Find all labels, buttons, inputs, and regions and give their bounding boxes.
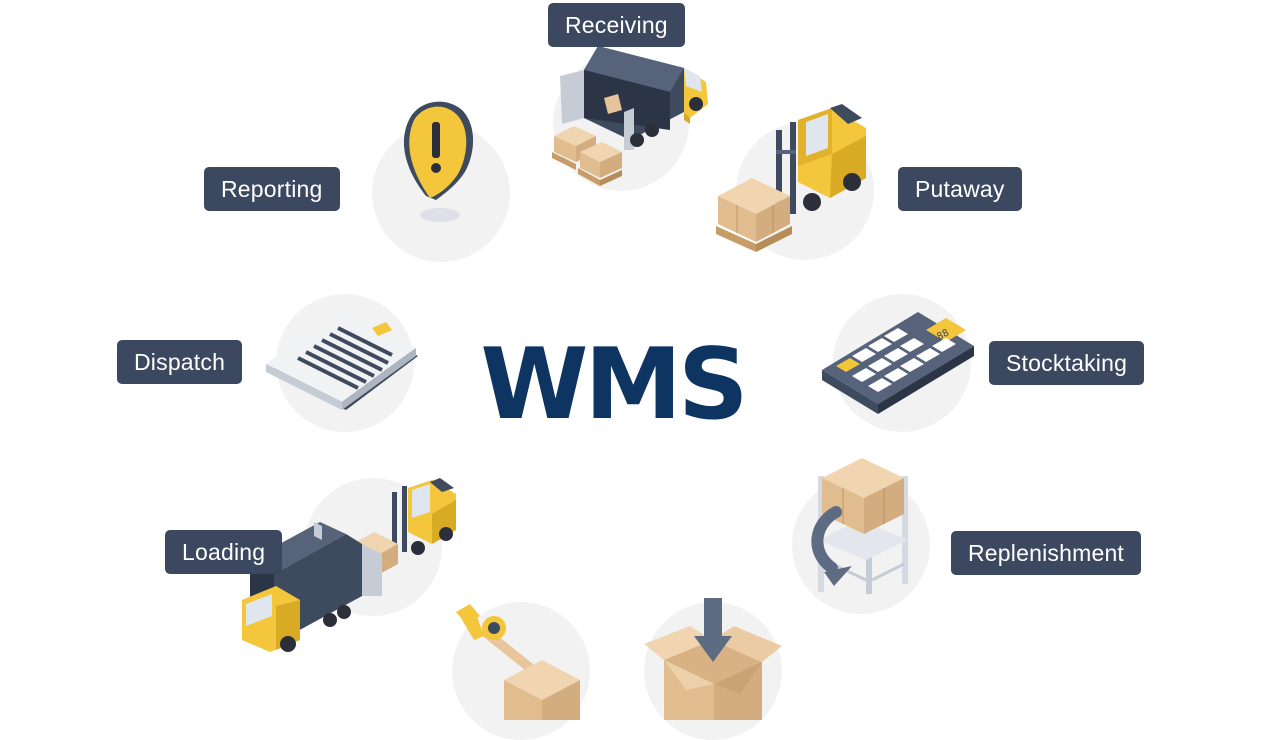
box-down-arrow-icon <box>644 598 782 720</box>
forklift-icon <box>716 104 866 252</box>
rack-refresh-icon <box>811 458 908 594</box>
label-dispatch: Dispatch <box>117 340 243 384</box>
label-replenishment: Replenishment <box>951 531 1142 575</box>
label-putaway: Putaway <box>898 167 1022 211</box>
clipboard-document-icon <box>266 310 418 410</box>
wms-diagram: 88 <box>117 3 1145 740</box>
label-loading: Loading <box>165 530 283 574</box>
truck-forklift-icon <box>242 478 456 652</box>
illustrations: 88 <box>242 46 974 720</box>
alert-pin-icon <box>403 101 474 222</box>
calculator-icon: 88 <box>822 312 974 414</box>
wms-title: WMS <box>480 328 748 442</box>
label-reporting: Reporting <box>204 167 340 211</box>
tape-box-icon <box>456 604 580 720</box>
label-receiving: Receiving <box>548 3 685 47</box>
delivery-truck-icon <box>552 46 708 186</box>
label-stocktaking: Stocktaking <box>989 341 1145 385</box>
